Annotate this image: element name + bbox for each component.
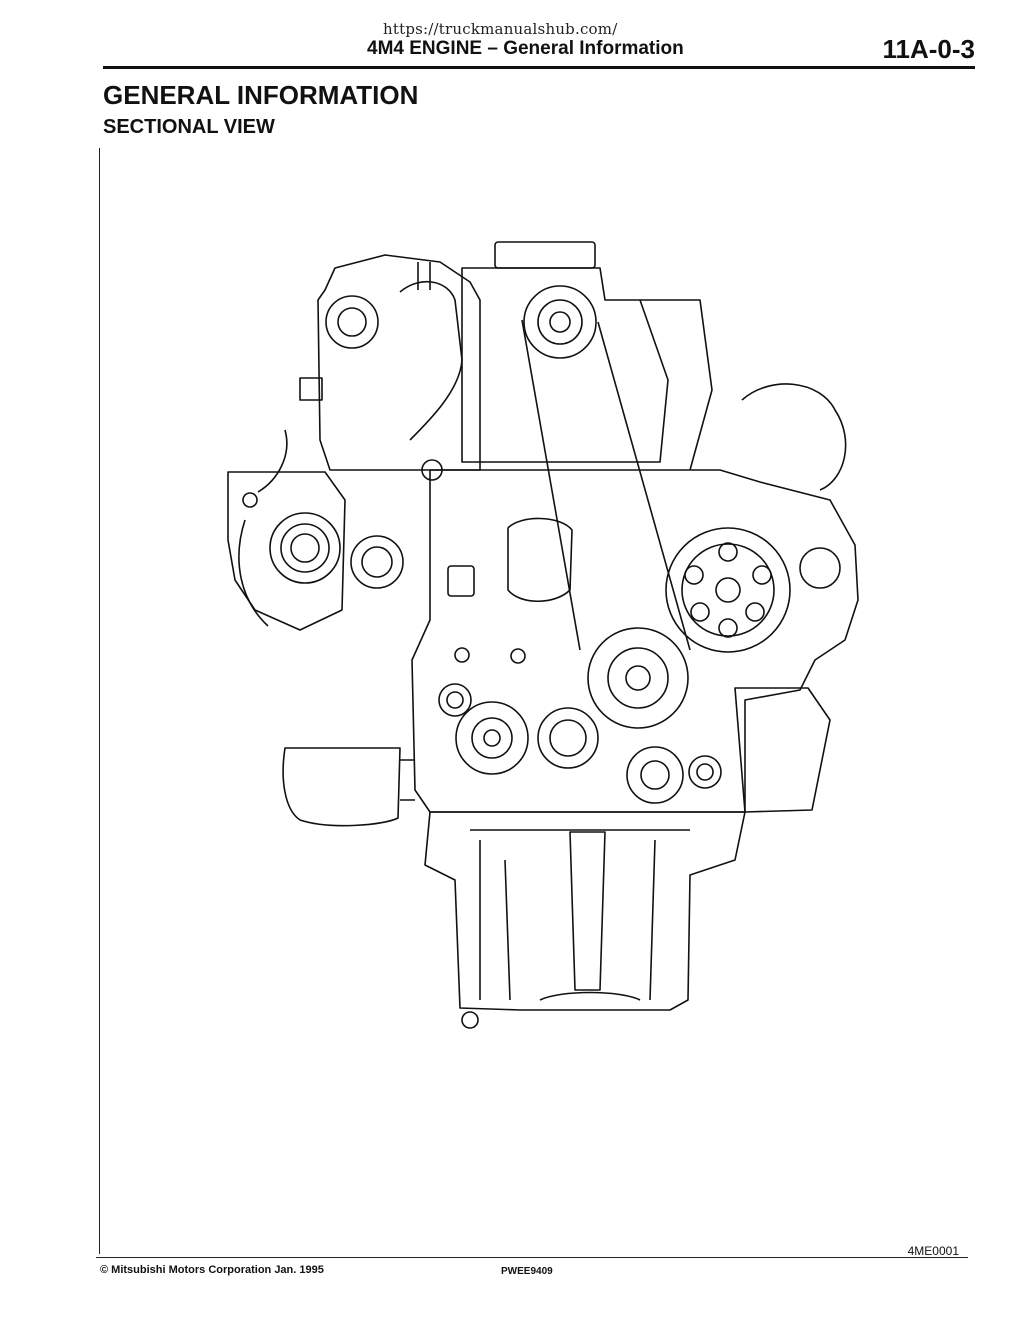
accessory-pulleys: [439, 648, 721, 803]
oil-pan: [425, 812, 745, 1028]
timing-belt-system: [522, 286, 840, 728]
turbocharger: [228, 430, 403, 630]
page-header-title: 4M4 ENGINE – General Information: [367, 38, 684, 59]
publication-code: PWEE9409: [501, 1266, 553, 1277]
left-margin-rule: [99, 148, 100, 1254]
figure-id: 4ME0001: [907, 1244, 959, 1258]
header-rule: [103, 66, 975, 69]
engine-mount-bracket: [735, 688, 830, 812]
sub-title: SECTIONAL VIEW: [103, 116, 275, 138]
oil-filter: [283, 748, 415, 826]
footer-rule: [96, 1257, 968, 1258]
watermark-url: https://truckmanualshub.com/: [383, 20, 618, 38]
cylinder-head: [300, 242, 712, 480]
engine-block: [412, 384, 858, 812]
section-title: GENERAL INFORMATION: [103, 80, 419, 110]
copyright-text: © Mitsubishi Motors Corporation Jan. 199…: [100, 1264, 324, 1276]
page-number: 11A-0-3: [882, 34, 976, 64]
